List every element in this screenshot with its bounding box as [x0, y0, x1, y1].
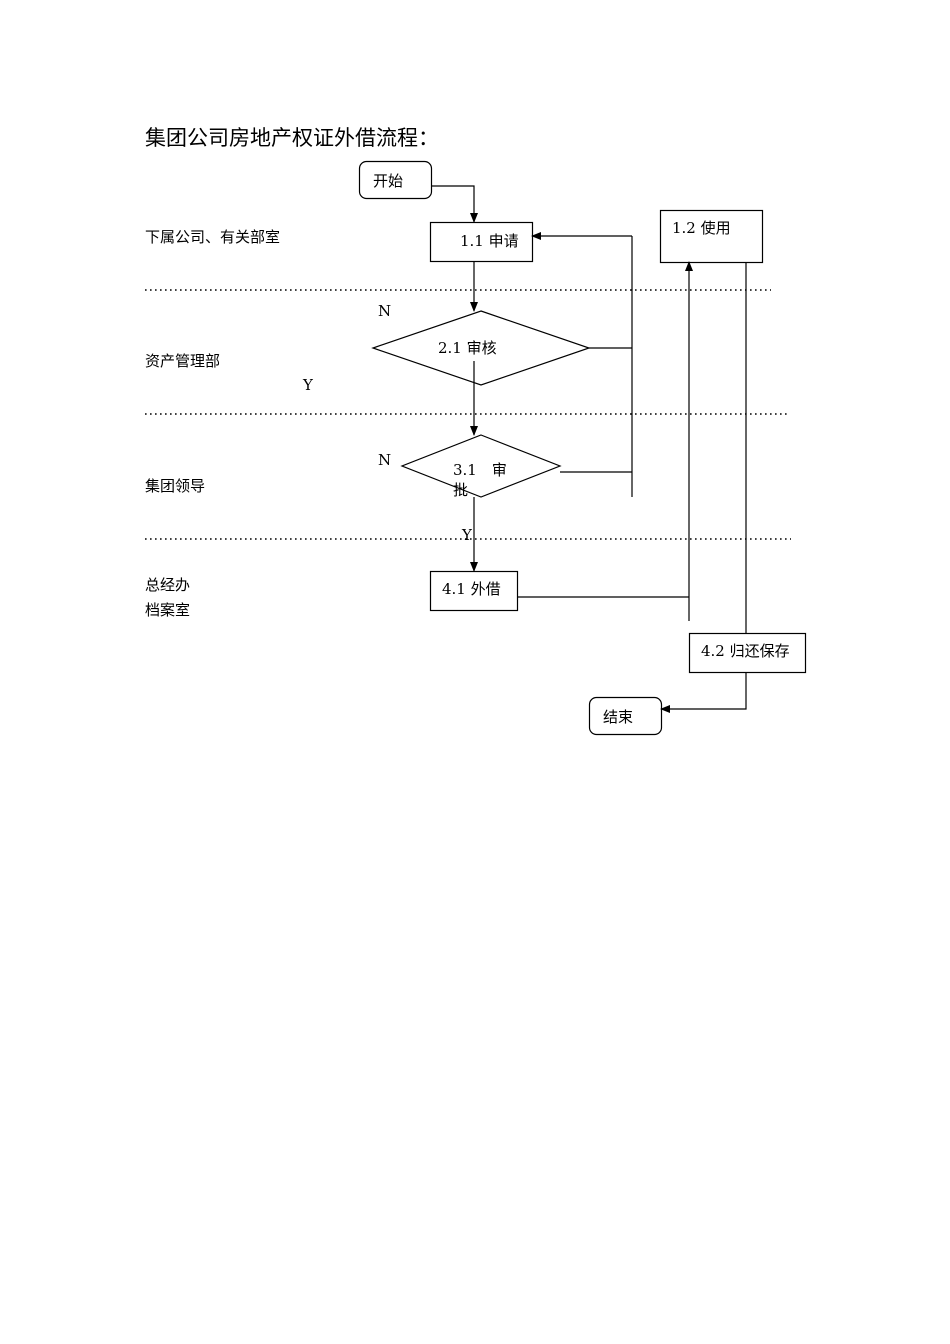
start-node — [358, 160, 433, 200]
apply-node — [429, 221, 534, 263]
lend-node — [429, 570, 519, 612]
lane-label-group-leadership: 集团领导 — [145, 477, 206, 495]
lane-label-archive-room: 档案室 — [145, 601, 191, 619]
approve-label-line2: 批 — [453, 481, 469, 499]
approve-yes-label: Y — [462, 526, 472, 544]
connector-return-to-end — [660, 672, 747, 713]
approve-decision — [400, 434, 562, 498]
end-label: 结束 — [603, 708, 634, 726]
apply-label: 1.1 申请 — [460, 232, 519, 250]
page-title: 集团公司房地产权证外借流程： — [145, 126, 439, 150]
return-store-node — [688, 632, 807, 674]
lane-label-general-office: 总经办 — [145, 576, 191, 594]
lane-label-subsidiaries: 下属公司、有关部室 — [145, 228, 281, 246]
approve-no-label: N — [378, 451, 392, 469]
start-label: 开始 — [373, 172, 404, 190]
review-decision — [371, 310, 591, 386]
approve-label-line1: 3.1 审 — [453, 461, 507, 479]
review-label: 2.1 审核 — [438, 339, 497, 357]
return-store-label: 4.2 归还保存 — [701, 642, 790, 660]
connector-start-to-apply — [431, 185, 478, 223]
review-yes-label: Y — [303, 376, 313, 394]
use-label: 1.2 使用 — [672, 219, 731, 237]
use-node — [659, 209, 764, 264]
lend-label: 4.1 外借 — [442, 580, 501, 598]
lane-label-asset-management: 资产管理部 — [145, 352, 221, 370]
end-node — [588, 696, 663, 736]
review-no-label: N — [378, 302, 392, 320]
